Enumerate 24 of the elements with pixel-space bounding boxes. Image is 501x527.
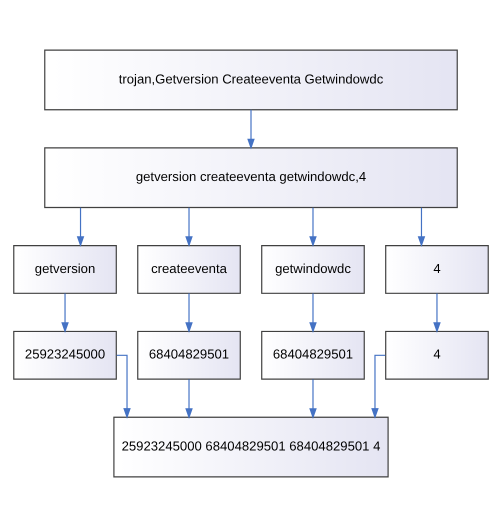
node-box: 68404829501 <box>260 330 364 380</box>
node-box: getversion <box>12 245 116 294</box>
node-box: 68404829501 <box>136 330 240 380</box>
arrow <box>60 293 68 334</box>
arrow <box>370 354 385 419</box>
node-box: trojan,Getversion Createeventa Getwindowdc <box>44 50 458 110</box>
node-box: createeventa <box>136 245 240 294</box>
arrow <box>308 208 316 247</box>
arrow <box>184 208 192 247</box>
arrow <box>308 293 316 334</box>
arrow <box>417 208 425 247</box>
arrow <box>246 110 254 150</box>
arrow <box>184 293 192 334</box>
node-box: getwindowdc <box>260 245 364 294</box>
arrow <box>116 354 130 419</box>
node-box: 25923245000 <box>12 330 116 380</box>
node-box: 4 <box>384 245 488 294</box>
node-box: 25923245000 68404829501 68404829501 4 <box>112 416 388 478</box>
node-box: getversion createeventa getwindowdc,4 <box>44 147 458 208</box>
arrow <box>308 379 316 420</box>
node-box: 4 <box>384 330 488 380</box>
arrow <box>76 208 84 247</box>
arrow <box>432 293 440 334</box>
arrow <box>184 379 192 420</box>
